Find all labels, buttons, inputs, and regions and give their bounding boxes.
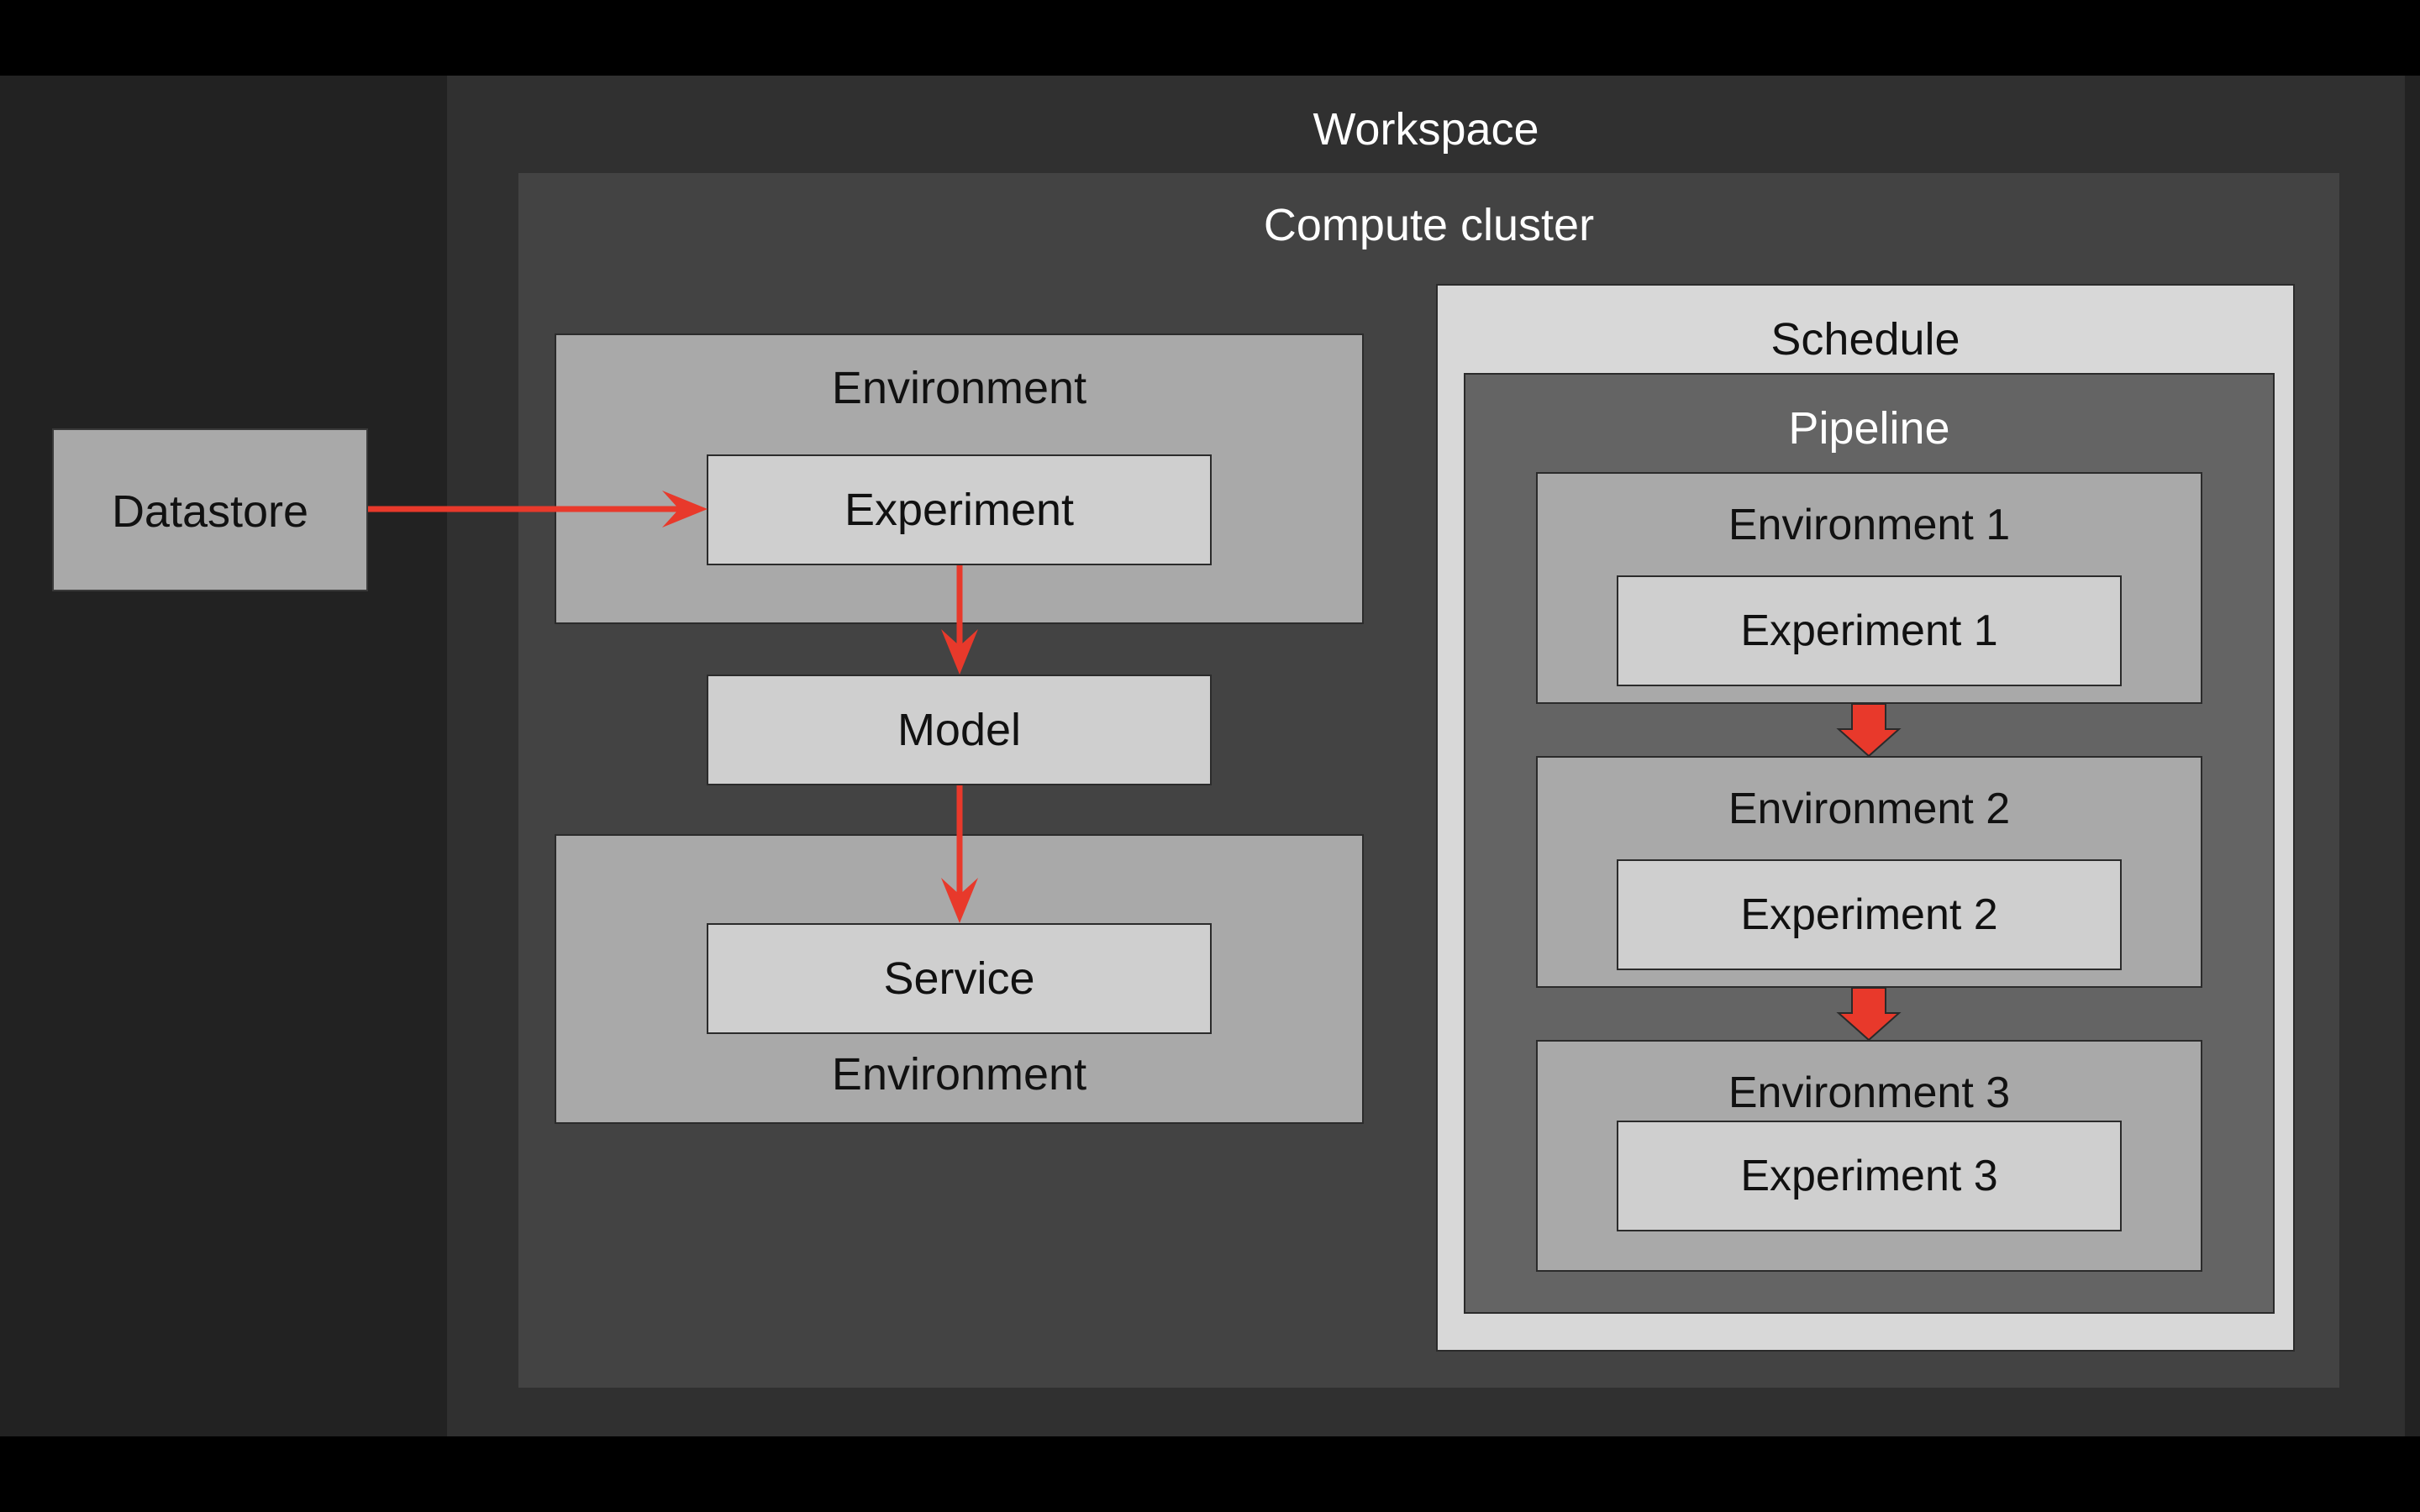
pipeline-experiment-3-label: Experiment 3	[1740, 1152, 1998, 1200]
pipeline-experiment-2-box: Experiment 2	[1617, 859, 2122, 970]
workspace-title: Workspace	[1313, 104, 1539, 155]
service-label: Service	[883, 953, 1035, 1004]
pipeline-experiment-3-box: Experiment 3	[1617, 1121, 2122, 1231]
pipeline-experiment-1-box: Experiment 1	[1617, 575, 2122, 686]
pipeline-experiment-1-label: Experiment 1	[1740, 606, 1998, 655]
pipeline-environment-3-label: Environment 3	[1728, 1068, 2011, 1117]
environment-top-label: Environment	[831, 363, 1087, 413]
pipeline-environment-1-label: Environment 1	[1728, 501, 2011, 549]
schedule-title: Schedule	[1770, 314, 1960, 365]
service-box: Service	[707, 923, 1212, 1034]
experiment-box: Experiment	[707, 454, 1212, 565]
model-box: Model	[707, 675, 1212, 785]
datastore-box: Datastore	[52, 428, 368, 591]
pipeline-environment-2-label: Environment 2	[1728, 785, 2011, 833]
datastore-label: Datastore	[111, 486, 309, 537]
environment-bottom-label: Environment	[831, 1049, 1087, 1100]
pipeline-experiment-2-label: Experiment 2	[1740, 890, 1998, 939]
compute-cluster-title: Compute cluster	[1263, 200, 1595, 250]
experiment-label: Experiment	[844, 485, 1075, 535]
model-label: Model	[897, 705, 1022, 755]
pipeline-title: Pipeline	[1788, 403, 1950, 454]
